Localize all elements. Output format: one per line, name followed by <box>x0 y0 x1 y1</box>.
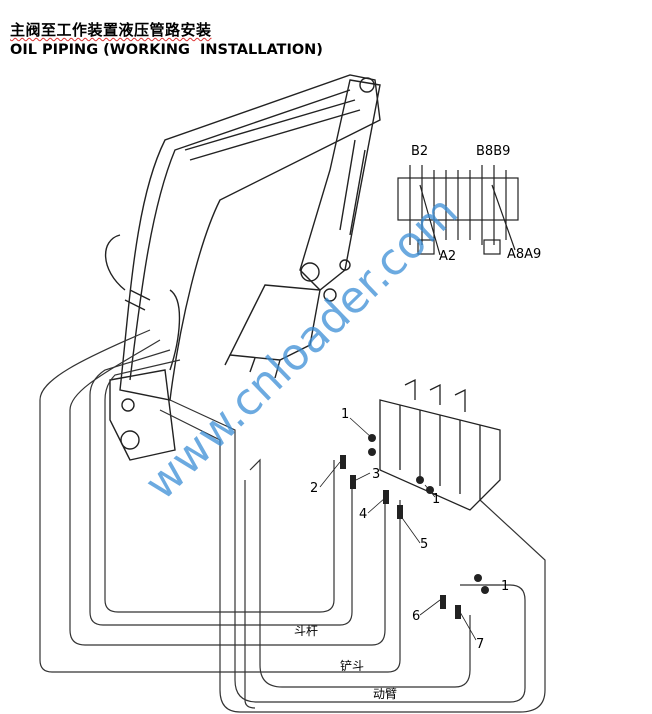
callout-1b: 1 <box>432 492 440 507</box>
port-label-b2: B2 <box>411 144 428 159</box>
valve-inset <box>397 165 519 256</box>
callout-3: 3 <box>372 467 380 482</box>
callout-1c: 1 <box>501 579 509 594</box>
watermark: www.cnloader.com <box>135 186 468 510</box>
hose-label-boom: 动臂 <box>373 687 397 701</box>
hose-label-arm: 斗杆 <box>294 624 318 638</box>
title-chinese: 主阀至工作装置液压管路安装 <box>10 21 212 39</box>
port-label-b8b9: B8B9 <box>476 144 510 159</box>
callout-5: 5 <box>420 537 428 552</box>
callout-1a: 1 <box>341 407 349 422</box>
callout-7: 7 <box>476 637 484 652</box>
callout-leaders <box>319 417 500 641</box>
port-label-a2: A2 <box>439 249 456 264</box>
fittings <box>340 434 489 619</box>
hose-routes <box>39 329 546 713</box>
hose-label-bucket: 铲斗 <box>340 658 364 673</box>
excavator-arm <box>104 74 381 461</box>
port-label-a8a9: A8A9 <box>507 247 541 262</box>
main-control-valve <box>379 378 501 511</box>
title-english: OIL PIPING (WORKING INSTALLATION) <box>10 42 323 58</box>
callout-6: 6 <box>412 609 420 624</box>
callout-2: 2 <box>310 481 318 496</box>
callout-4: 4 <box>359 507 367 522</box>
